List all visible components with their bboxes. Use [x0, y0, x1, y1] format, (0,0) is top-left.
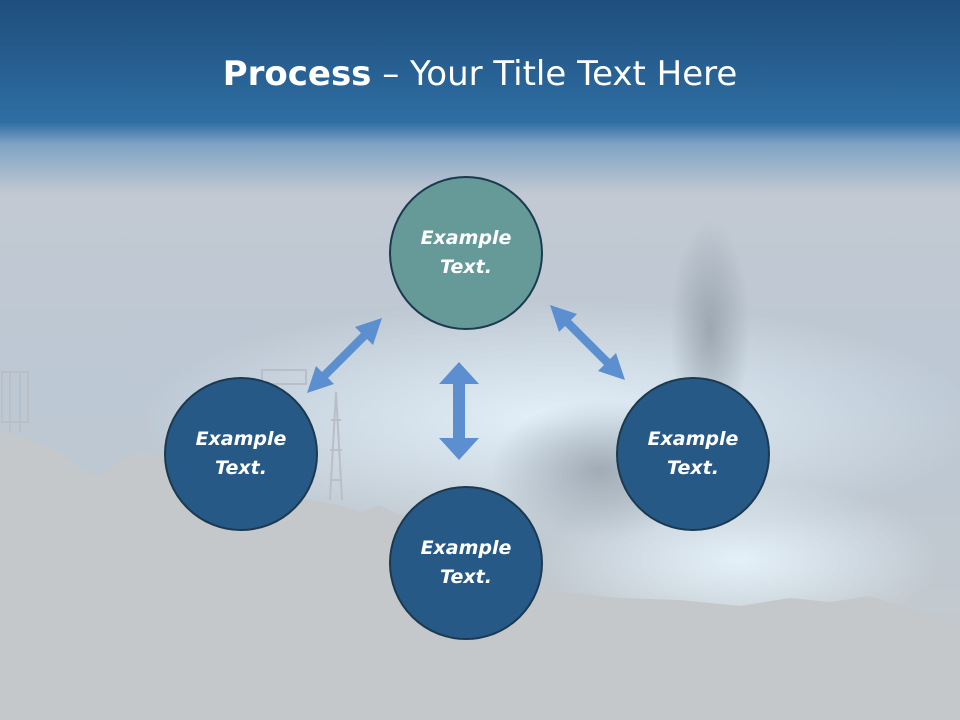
process-node-right: Example Text. [616, 377, 770, 531]
node-label-line2: Text. [215, 457, 267, 479]
node-label-line2: Text. [667, 457, 719, 479]
node-label-line2: Text. [440, 566, 492, 588]
slide-title: Process – Your Title Text Here [0, 52, 960, 96]
radio-tower [1, 369, 343, 501]
arrow-left-to-top [307, 318, 382, 393]
title-bold: Process [222, 54, 372, 94]
arrow-top-to-bottom [439, 362, 479, 460]
node-label-line1: Example [420, 227, 512, 249]
node-label-line2: Text. [440, 256, 492, 278]
process-node-bottom: Example Text. [389, 486, 543, 640]
node-label-line1: Example [195, 428, 287, 450]
process-node-left: Example Text. [164, 377, 318, 531]
arrow-top-to-right [550, 305, 625, 380]
process-node-top: Example Text. [389, 176, 543, 330]
node-label-line1: Example [420, 537, 512, 559]
node-label-line1: Example [647, 428, 739, 450]
title-rest: – Your Title Text Here [371, 54, 738, 94]
